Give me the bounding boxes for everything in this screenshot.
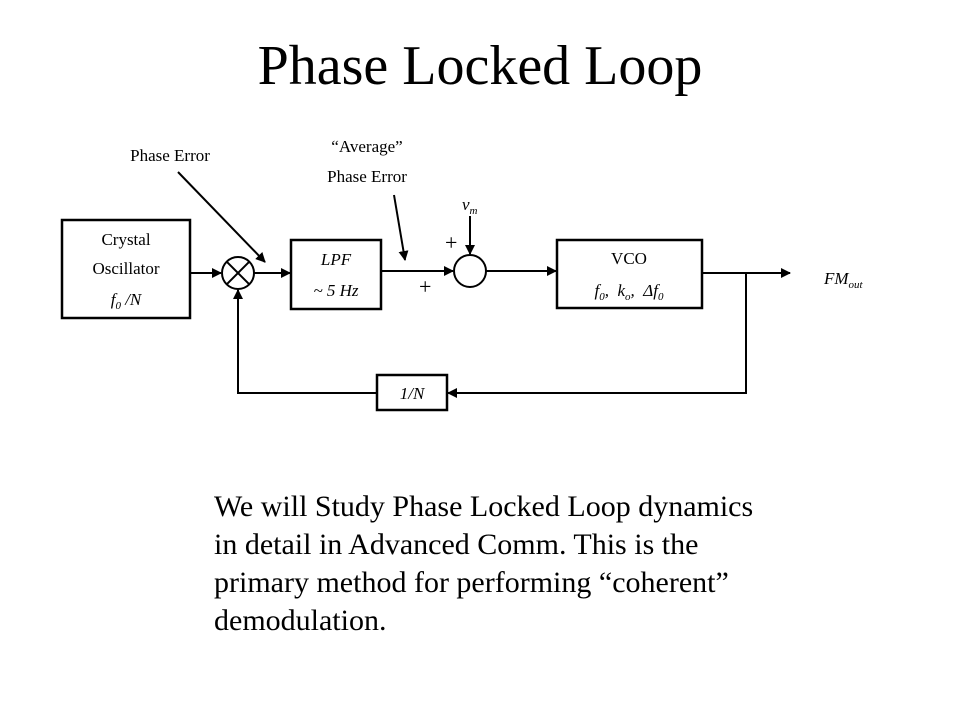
oscillator-label: Oscillator (92, 259, 159, 278)
feedback-to-divider-arrow (447, 273, 747, 398)
phase-error-pointer-arrow (177, 171, 266, 263)
phase-error-label: Phase Error (130, 146, 210, 165)
plus-sign-left: + (419, 274, 431, 299)
divider-to-mixer-arrow (233, 289, 377, 394)
vco-label: VCO (611, 249, 647, 268)
crystal-label: Crystal (101, 230, 150, 249)
crystal-frequency-label: f0 /N (111, 290, 143, 312)
fm-out-label: FMout (823, 269, 864, 291)
vco-block: VCO f0, ko, Δf0 (555, 238, 704, 310)
lpf-label: LPF (320, 250, 352, 269)
divider-block: 1/N (375, 373, 449, 412)
vco-params-label: f0, ko, Δf0 (595, 281, 664, 303)
plus-sign-top: + (445, 230, 457, 255)
vm-label: vm (462, 195, 478, 217)
average-label: “Average” (331, 137, 402, 156)
mixer-symbol (221, 256, 255, 290)
average-phase-error-label: Phase Error (327, 167, 407, 186)
slide-title: Phase Locked Loop (257, 35, 703, 97)
lpf-cutoff-label: ~ 5 Hz (313, 281, 358, 300)
average-phase-error-pointer-arrow (393, 194, 409, 261)
lpf-block: LPF ~ 5 Hz (289, 238, 383, 311)
crystal-oscillator-block: Crystal Oscillator f0 /N (60, 218, 192, 320)
signal-wires (177, 171, 791, 398)
divider-label: 1/N (400, 384, 426, 403)
summing-junction (453, 254, 487, 288)
body-paragraph: We will Study Phase Locked Loop dynamics… (214, 490, 754, 637)
